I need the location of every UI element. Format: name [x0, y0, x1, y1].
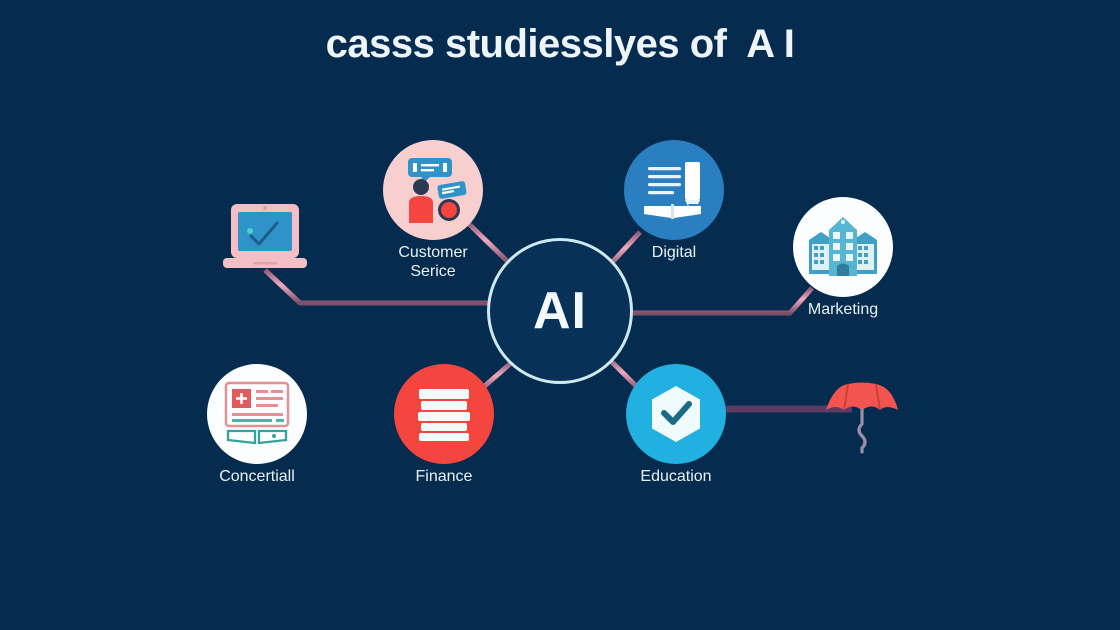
ai-center-circle[interactable]: AI — [487, 238, 633, 384]
node-label-digital: Digital — [651, 244, 697, 261]
laptop-icon — [223, 204, 307, 268]
building-icon — [809, 217, 877, 276]
node-marketing[interactable]: Marketing — [793, 197, 893, 318]
ai-center-label: AI — [533, 282, 587, 340]
person-chat-icon — [408, 158, 467, 223]
umbrella-icon — [826, 382, 898, 454]
node-finance[interactable]: Finance — [394, 364, 494, 485]
node-customer-service[interactable]: Customer Serice — [383, 140, 483, 280]
node-digital[interactable]: Digital — [624, 140, 724, 261]
connector-customer-to-ai — [466, 221, 510, 264]
document-book-icon — [224, 381, 290, 445]
education-circle[interactable] — [626, 364, 726, 464]
customer-service-circle[interactable] — [383, 140, 483, 240]
decoration-umbrella — [812, 370, 912, 460]
concertiall-circle[interactable] — [207, 364, 307, 464]
node-label-finance: Finance — [415, 468, 473, 485]
hexagon-check-icon — [652, 386, 700, 442]
digital-circle[interactable] — [624, 140, 724, 240]
connector-ai-to-marketing — [628, 286, 814, 316]
marketing-circle[interactable] — [793, 197, 893, 297]
node-label-customer-service: Customer Serice — [398, 244, 468, 280]
node-label-education: Education — [640, 468, 712, 485]
node-label-concertiall: Concertiall — [219, 468, 295, 485]
node-education[interactable]: Education — [626, 364, 726, 485]
page-title: casss studiesslyes of A I — [325, 22, 795, 66]
node-ai-center[interactable]: AI — [487, 238, 633, 384]
decoration-laptop — [215, 200, 315, 280]
node-concertiall[interactable]: Concertiall — [207, 364, 307, 485]
connector-laptop-to-ai — [263, 268, 492, 306]
finance-circle[interactable] — [394, 364, 494, 464]
node-label-marketing: Marketing — [807, 301, 879, 318]
stacked-bars-icon — [418, 389, 470, 441]
book-pen-icon — [644, 162, 701, 219]
